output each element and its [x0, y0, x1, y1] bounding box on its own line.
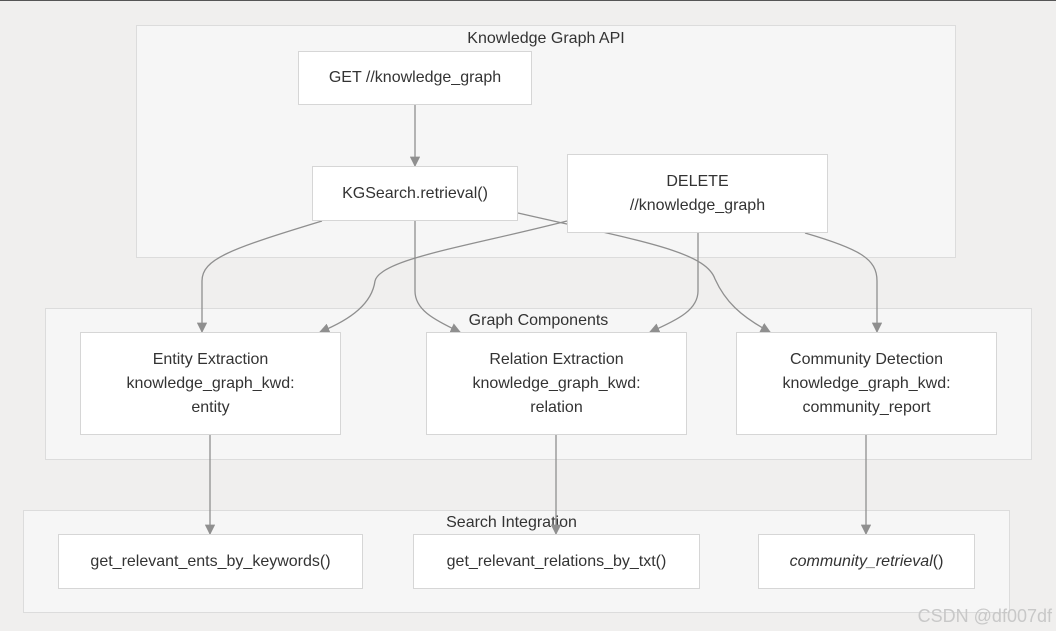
node-relation-line-1: Relation Extraction	[489, 350, 624, 368]
node-entity-line-1: Entity Extraction	[152, 350, 269, 368]
node-get-relevant-ents: get_relevant_ents_by_keywords()	[58, 534, 363, 589]
edge-delete-to-community	[804, 232, 883, 334]
node-get-line-1: GET //knowledge_graph	[328, 69, 502, 86]
node-comm-name: community_retrieval	[789, 552, 933, 570]
node-relation-line-2: knowledge_graph_kwd:	[472, 374, 641, 392]
node-comm-suffix: ()	[932, 552, 944, 570]
node-kgsearch-retrieval: KGSearch.retrieval()	[312, 166, 518, 221]
node-community-line-1: Community Detection	[790, 350, 943, 368]
node-comm-line-1: community_retrieval()	[790, 550, 944, 574]
edge-delete-to-entity	[319, 220, 568, 334]
node-entity-line-3: entity	[191, 398, 230, 416]
node-community-line-2: knowledge_graph_kwd:	[782, 374, 951, 392]
edge-kgsearch-to-relation	[414, 221, 461, 333]
node-community-line-3: community_report	[802, 398, 931, 416]
group-label-api: Knowledge Graph API	[467, 30, 625, 47]
edge-kgsearch-to-entity	[196, 220, 323, 334]
node-get-knowledge-graph: GET //knowledge_graph	[298, 51, 532, 105]
node-ents-line-1: get_relevant_ents_by_keywords()	[90, 552, 331, 570]
node-rel-line-1: get_relevant_relations_by_txt()	[446, 552, 667, 570]
group-label-search: Search Integration	[446, 514, 577, 531]
node-relation-extraction: Relation Extraction knowledge_graph_kwd:…	[426, 332, 687, 435]
node-delete-knowledge-graph: DELETE //knowledge_graph	[567, 154, 828, 233]
node-get-relevant-relations: get_relevant_relations_by_txt()	[413, 534, 700, 589]
node-community-retrieval: community_retrieval()	[758, 534, 975, 589]
node-community-detection: Community Detection knowledge_graph_kwd:…	[736, 332, 997, 435]
node-kgsearch-line-1: KGSearch.retrieval()	[342, 184, 488, 202]
watermark-text: CSDN @df007df	[917, 606, 1052, 626]
node-entity-extraction: Entity Extraction knowledge_graph_kwd: e…	[80, 332, 341, 435]
group-label-components: Graph Components	[468, 312, 609, 329]
node-delete-line-1: DELETE	[666, 172, 729, 190]
node-entity-line-2: knowledge_graph_kwd:	[126, 374, 295, 392]
edge-delete-to-relation	[649, 233, 699, 334]
node-relation-line-3: relation	[530, 398, 583, 416]
node-delete-line-2: //knowledge_graph	[629, 196, 766, 214]
